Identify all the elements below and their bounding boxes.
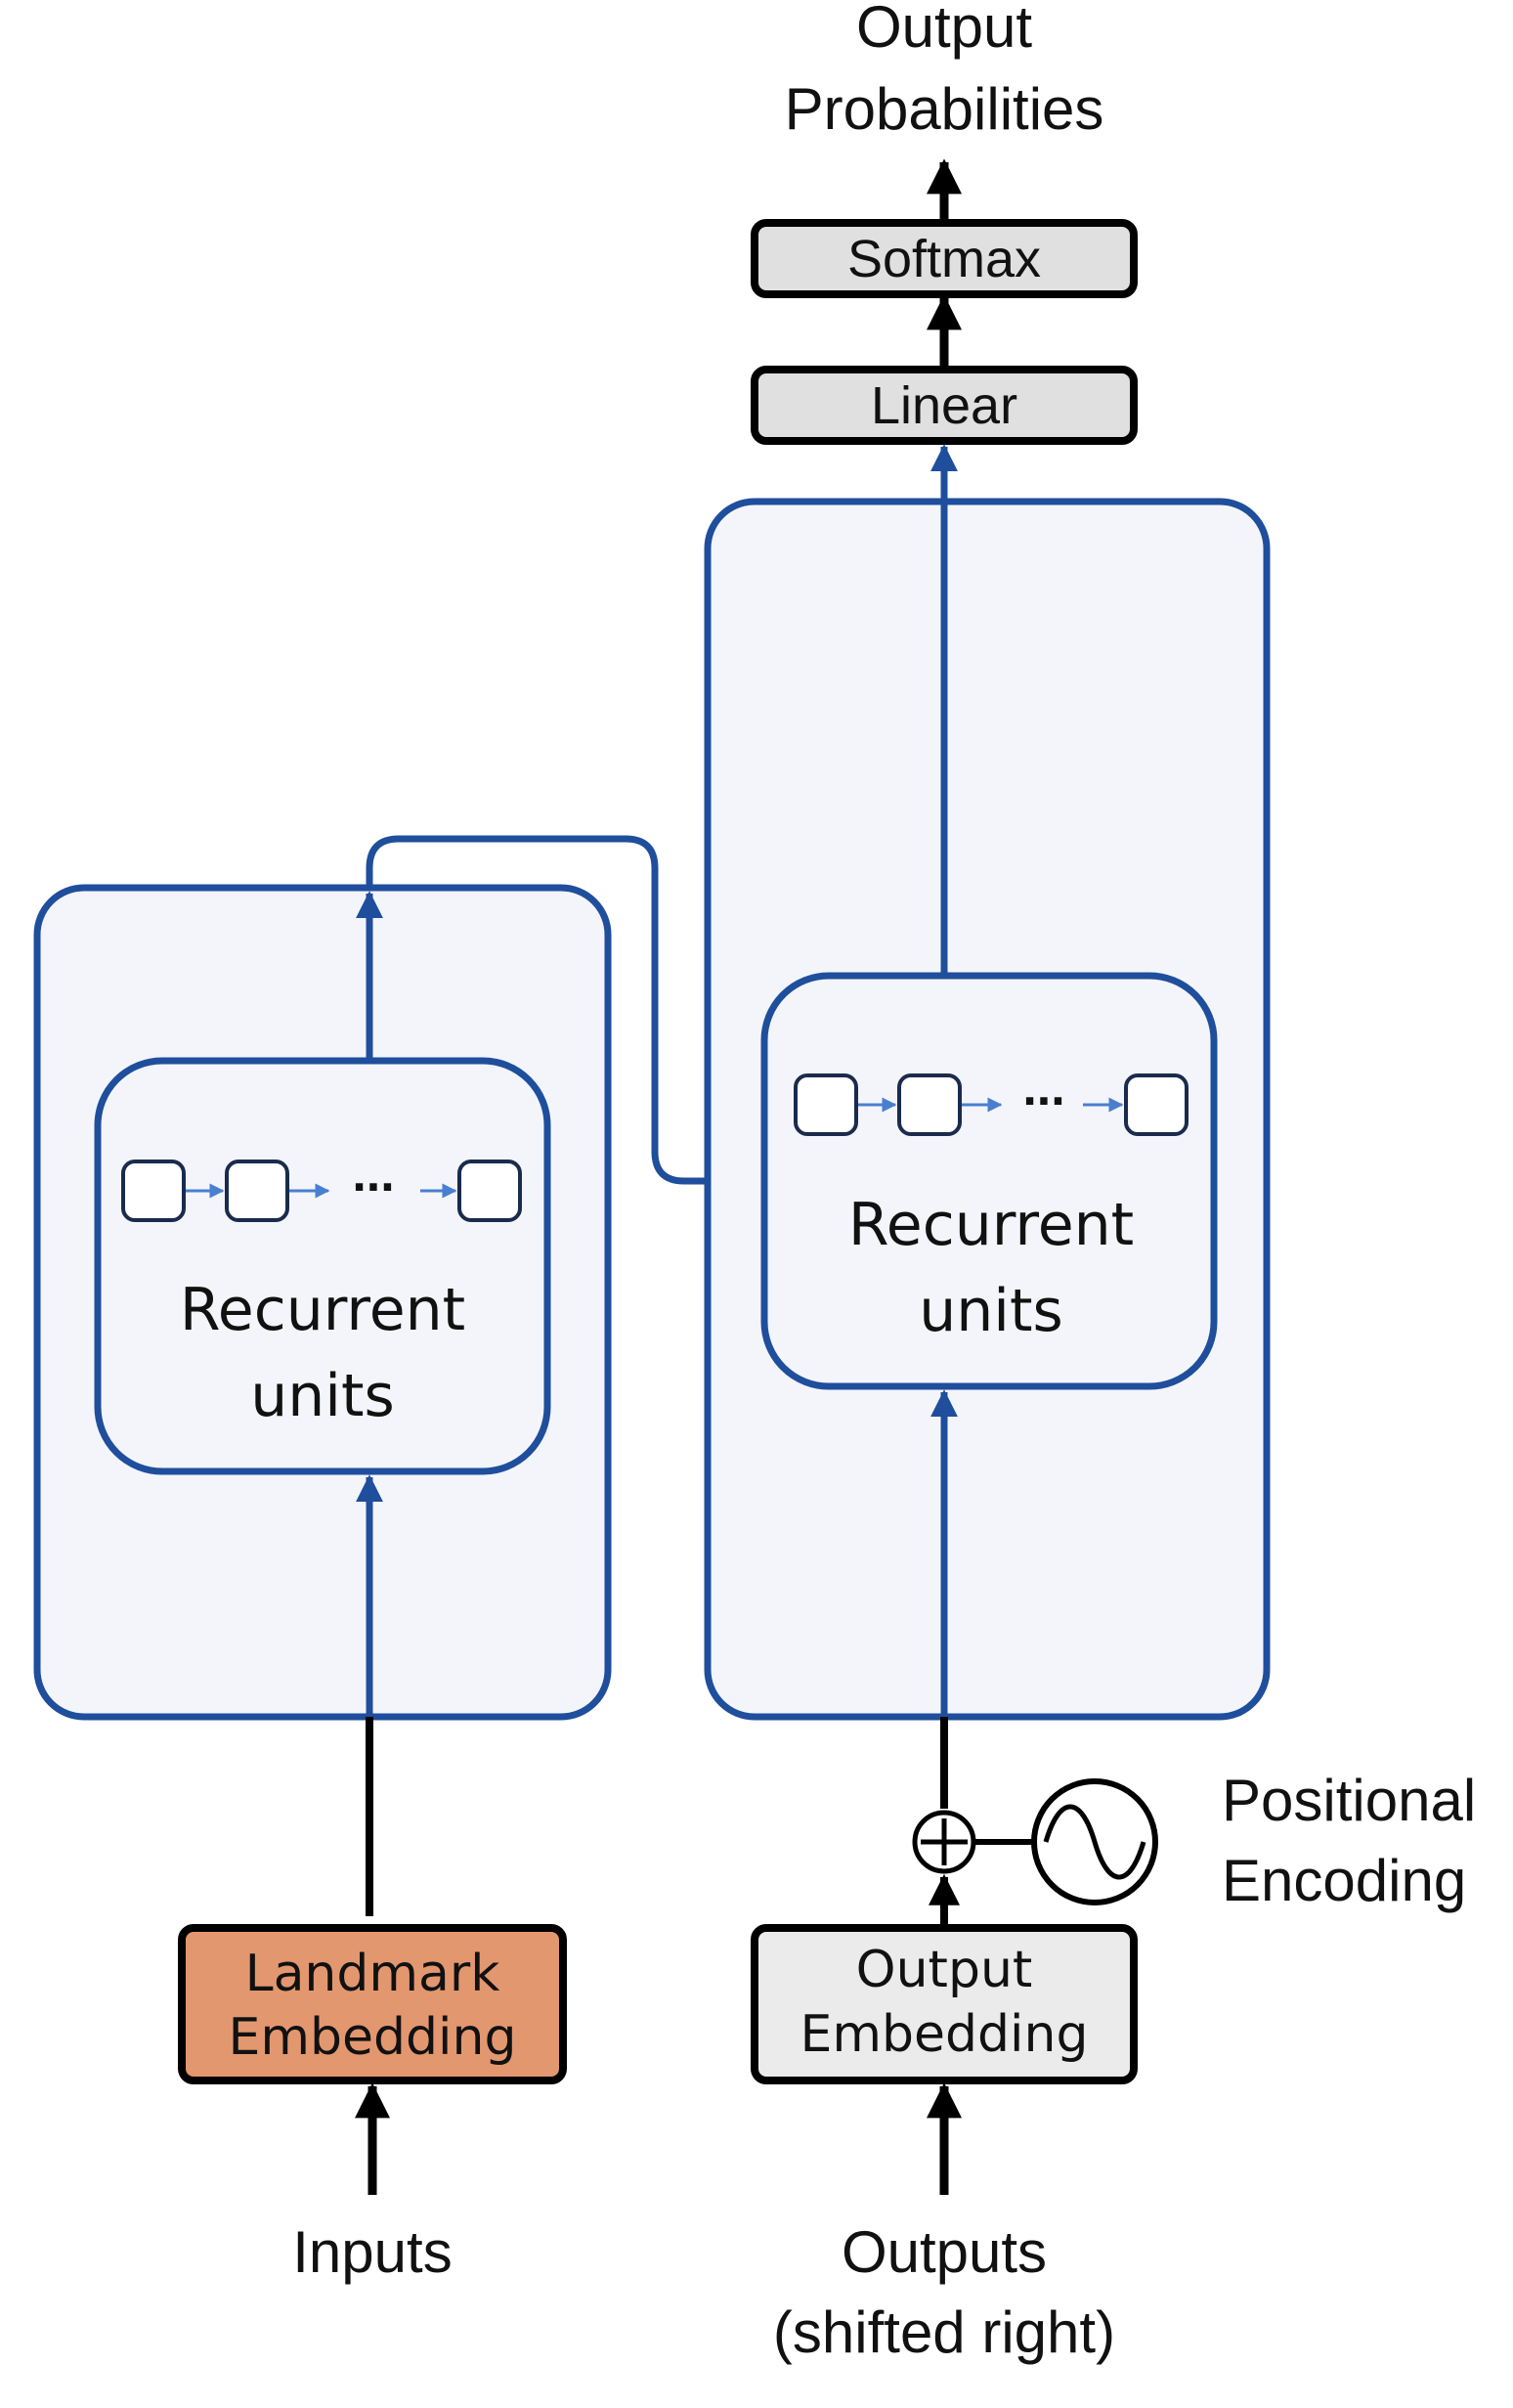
inputs-label: Inputs [292, 2219, 452, 2285]
decoder-cell-3 [1124, 1073, 1189, 1136]
decoder-ellipsis: ... [1022, 1060, 1064, 1116]
encoder-recurrent-units-box [94, 1057, 551, 1475]
encoder-cell-1 [121, 1160, 186, 1222]
encoder-units-label: Recurrent [180, 1276, 465, 1344]
encoder-cell-2 [225, 1160, 289, 1222]
outputs-label-line2: (shifted right) [773, 2299, 1115, 2365]
decoder-cell-2 [897, 1073, 962, 1136]
encoder-cell-3 [457, 1160, 522, 1222]
outputs-label: Outputs [842, 2219, 1047, 2285]
softmax-label: Softmax [847, 230, 1041, 288]
encoder-units-label-line2: units [250, 1362, 395, 1430]
output-probabilities-label: Output [856, 0, 1032, 60]
landmark-embedding-box [178, 1924, 567, 2084]
landmark-embedding-label-line2: Embedding [229, 2008, 517, 2067]
softmax-box [751, 219, 1138, 298]
encoder-to-decoder-connector [366, 835, 761, 1195]
decoder-units-label-line2: units [919, 1277, 1063, 1345]
output-probabilities-label-line2: Probabilities [785, 76, 1104, 142]
output-embedding-label-line2: Embedding [800, 2005, 1089, 2064]
landmark-embedding-label: Landmark [245, 1945, 500, 2003]
positional-encoding-label-line2: Encoding [1222, 1848, 1466, 1913]
linear-label: Linear [871, 376, 1017, 435]
output-embedding-box [751, 1924, 1138, 2084]
decoder-cell-1 [794, 1073, 858, 1136]
output-embedding-label: Output [856, 1941, 1033, 1999]
decoder-recurrent-units-box [760, 972, 1218, 1390]
linear-box [751, 366, 1138, 445]
decoder-units-label: Recurrent [848, 1191, 1134, 1259]
sine-wave-curve [1043, 1804, 1146, 1880]
encoder-ellipsis: ... [352, 1146, 394, 1203]
positional-encoding-label: Positional [1222, 1768, 1476, 1833]
